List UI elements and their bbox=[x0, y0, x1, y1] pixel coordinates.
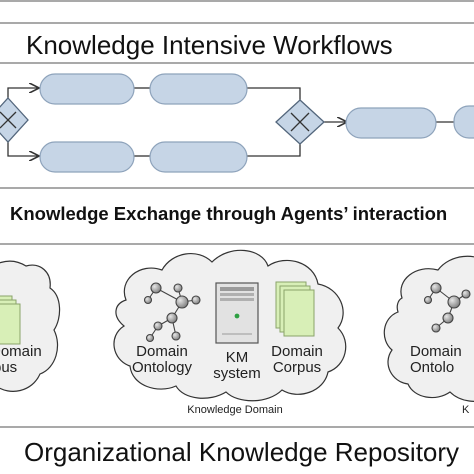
exchange-band-title: Knowledge Exchange through Agents’ inter… bbox=[10, 203, 448, 224]
left-cloud-label-domain: Domain bbox=[0, 343, 42, 360]
task-after-join bbox=[345, 107, 437, 139]
workflow-tasks bbox=[39, 73, 474, 173]
repository-band-title: Organizational Knowledge Repository bbox=[24, 437, 460, 467]
center-ontology-label: Domain Ontology bbox=[131, 343, 193, 376]
exchange-top-rule bbox=[0, 187, 474, 189]
left-cloud-label-corpus: rpus bbox=[0, 359, 18, 376]
split-gateway bbox=[0, 97, 29, 143]
task-partial-right bbox=[453, 105, 474, 139]
right-domain-caption: K bbox=[462, 404, 470, 416]
center-km-label: KM system bbox=[213, 349, 261, 382]
left-corpus-icon bbox=[0, 295, 21, 345]
top-rule bbox=[0, 0, 474, 2]
right-ontology-icon bbox=[423, 282, 471, 333]
task-lower-2 bbox=[149, 141, 248, 173]
left-cloud bbox=[0, 260, 61, 392]
repository-top-rule bbox=[0, 426, 474, 428]
center-domain-caption: Knowledge Domain bbox=[187, 404, 283, 416]
exchange-bottom-rule bbox=[0, 243, 474, 245]
km-server-icon bbox=[215, 282, 259, 344]
workflow-title-top-rule bbox=[0, 22, 474, 24]
workflow-band-title: Knowledge Intensive Workflows bbox=[26, 30, 393, 60]
workflow-title-bottom-rule bbox=[0, 62, 474, 64]
workflow-connectors bbox=[7, 88, 454, 156]
task-lower-1 bbox=[39, 141, 135, 173]
task-upper-2 bbox=[149, 73, 248, 105]
task-upper-1 bbox=[39, 73, 135, 105]
right-cloud bbox=[383, 255, 474, 402]
center-corpus-icon bbox=[275, 281, 315, 337]
center-ontology-icon bbox=[143, 282, 201, 343]
join-gateway bbox=[275, 99, 325, 145]
center-corpus-label: Domain Corpus bbox=[271, 343, 323, 376]
right-ontology-label: Domain Ontolo bbox=[410, 343, 462, 376]
